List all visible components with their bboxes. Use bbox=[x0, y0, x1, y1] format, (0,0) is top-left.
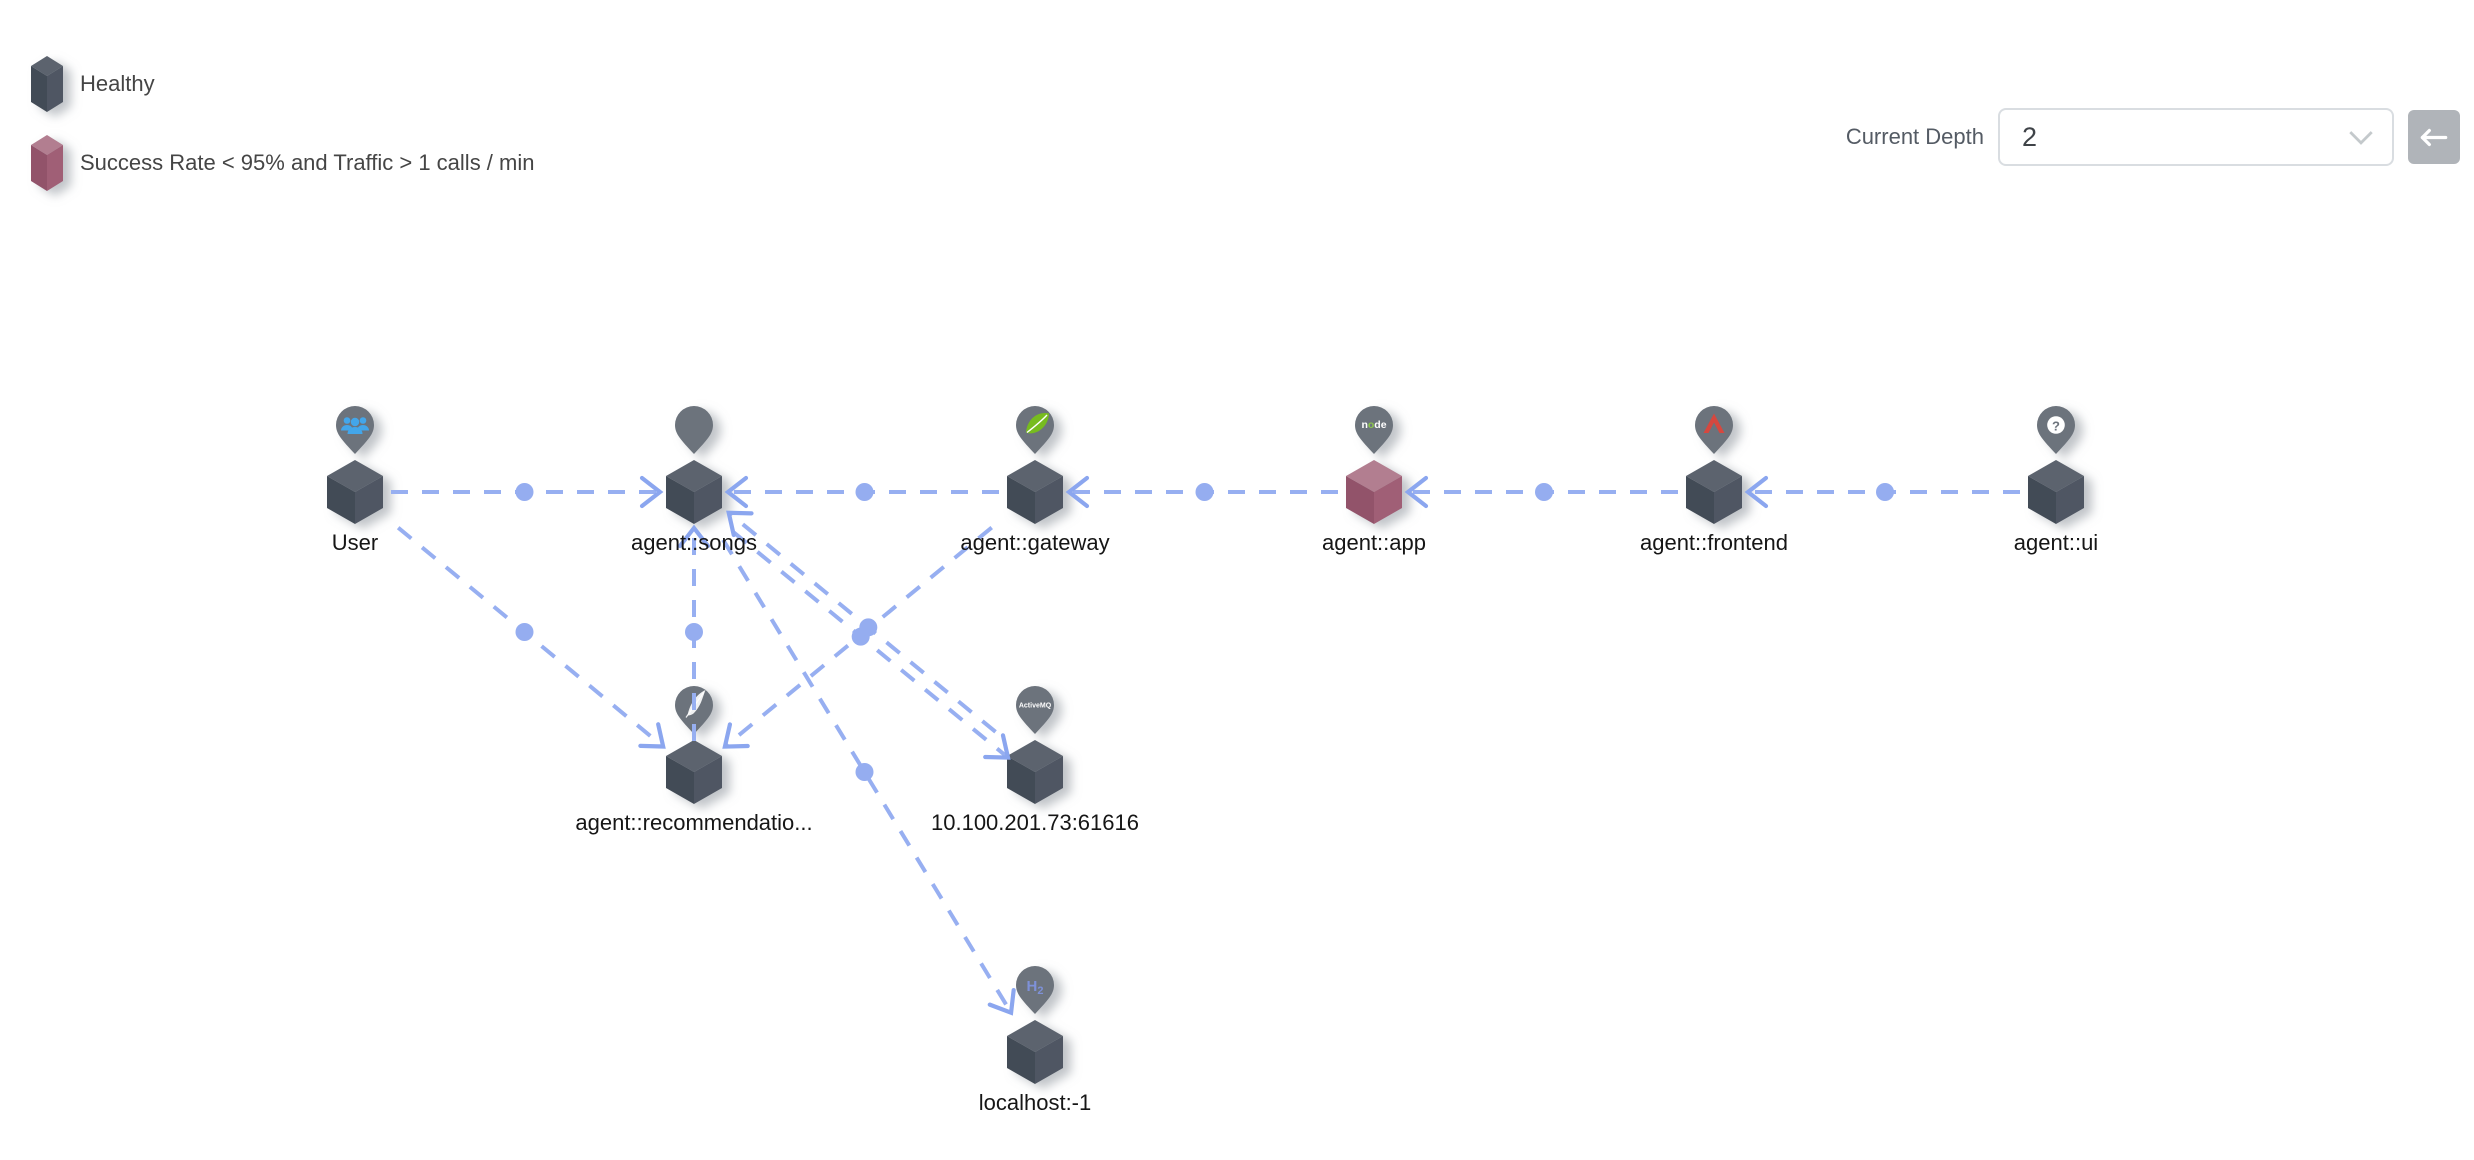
question-icon: ? bbox=[2047, 416, 2065, 434]
back-button[interactable] bbox=[2408, 110, 2460, 164]
depth-select[interactable]: 2 bbox=[1998, 108, 2394, 166]
node-pin bbox=[675, 406, 713, 454]
edge-midpoint-dot bbox=[855, 483, 874, 501]
nodejs-icon: node bbox=[1361, 419, 1386, 431]
legend: Healthy Success Rate < 95% and Traffic >… bbox=[30, 55, 534, 192]
node-pin bbox=[1016, 686, 1054, 734]
legend-label-healthy: Healthy bbox=[80, 71, 155, 96]
graph-node-ui[interactable]: ? bbox=[2028, 406, 2084, 524]
node-label: localhost:-1 bbox=[979, 1090, 1092, 1115]
red-chevron-icon bbox=[1703, 413, 1725, 433]
edge-midpoint-dot bbox=[515, 623, 534, 641]
node-label: User bbox=[332, 530, 378, 555]
node-pin bbox=[1016, 966, 1054, 1014]
node-label: 10.100.201.73:61616 bbox=[931, 810, 1139, 835]
spring-leaf-icon bbox=[1026, 413, 1049, 434]
current-depth-label: Current Depth bbox=[1845, 124, 1984, 149]
graph-node-localhost[interactable]: H2 bbox=[1007, 966, 1063, 1084]
node-label: agent::frontend bbox=[1640, 530, 1788, 555]
node-label: agent::gateway bbox=[960, 530, 1109, 555]
legend-item-error: Success Rate < 95% and Traffic > 1 calls… bbox=[30, 134, 534, 192]
edge-midpoint-dot bbox=[859, 618, 878, 637]
edge-midpoint-dot bbox=[1535, 483, 1553, 501]
graph-node-app[interactable]: node bbox=[1346, 406, 1402, 524]
edge-midpoint-dot bbox=[515, 483, 534, 501]
error-cube-icon bbox=[31, 135, 63, 191]
svg-text:node: node bbox=[1361, 419, 1386, 431]
graph-node-frontend[interactable] bbox=[1686, 406, 1742, 524]
edge-layer bbox=[391, 475, 2020, 1016]
edge-mq-to-songs bbox=[726, 510, 997, 734]
node-pin bbox=[1355, 406, 1393, 454]
node-layer: node? ActiveMQ H2 bbox=[327, 406, 2084, 1084]
depth-value: 2 bbox=[2022, 121, 2038, 152]
legend-item-healthy: Healthy bbox=[30, 55, 534, 113]
label-layer: User agent::songs agent::gateway agent::app… bbox=[332, 530, 2098, 1115]
node-label: agent::app bbox=[1322, 530, 1426, 555]
edge-gateway-to-recommendation bbox=[722, 525, 993, 749]
edge-midpoint-dot bbox=[685, 623, 703, 641]
node-pin bbox=[1695, 406, 1733, 454]
node-label: agent::songs bbox=[631, 530, 757, 555]
graph-node-gateway[interactable] bbox=[1007, 406, 1063, 524]
healthy-cube-icon bbox=[31, 56, 63, 112]
edge-songs-to-mq bbox=[732, 530, 1011, 760]
depth-control: Current Depth 2 bbox=[1846, 108, 2460, 166]
edge-midpoint-dot bbox=[855, 763, 874, 781]
svg-text:?: ? bbox=[2052, 419, 2060, 434]
edge-midpoint-dot bbox=[1876, 483, 1894, 501]
graph-node-mq[interactable]: ActiveMQ bbox=[1007, 686, 1063, 804]
graph-node-user[interactable] bbox=[327, 406, 383, 524]
legend-label-error: Success Rate < 95% and Traffic > 1 calls… bbox=[80, 150, 535, 175]
activemq-icon: ActiveMQ bbox=[1019, 703, 1052, 710]
node-label: agent::ui bbox=[2014, 530, 2098, 555]
edge-midpoint-dot bbox=[1195, 483, 1214, 501]
left-arrow-icon bbox=[2420, 128, 2448, 146]
node-label: agent::recommendatio... bbox=[575, 810, 812, 835]
svg-text:ActiveMQ: ActiveMQ bbox=[1019, 703, 1052, 710]
chevron-down-icon bbox=[2349, 130, 2373, 145]
graph-node-songs[interactable] bbox=[666, 406, 722, 524]
users-icon bbox=[341, 417, 369, 434]
